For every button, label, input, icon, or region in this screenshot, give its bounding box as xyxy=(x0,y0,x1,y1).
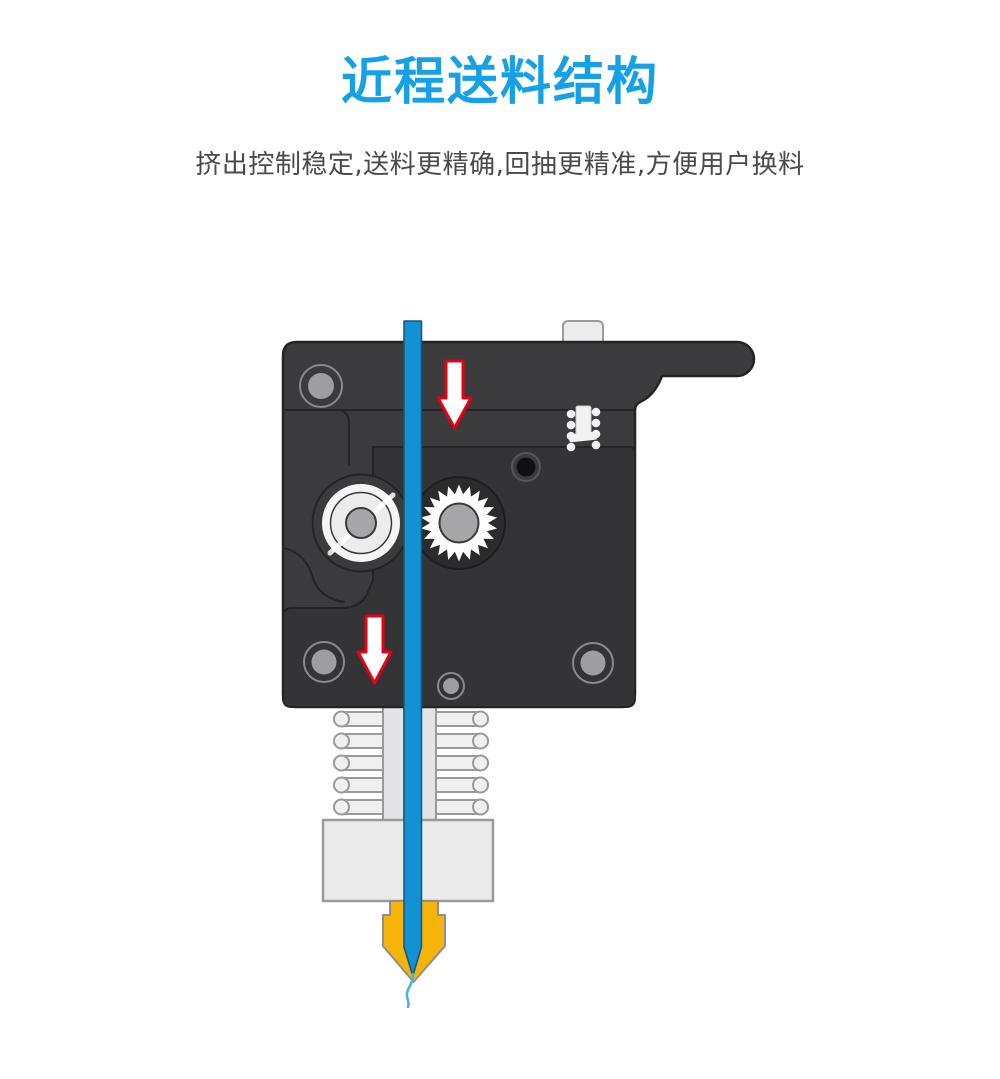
extruded-strand xyxy=(405,972,415,1009)
filament xyxy=(403,320,423,977)
mounting-screws xyxy=(299,364,614,700)
page-subtitle: 挤出控制稳定,送料更精确,回抽更精准,方便用户换料 xyxy=(195,150,805,180)
idler-bearing xyxy=(311,473,411,573)
screw-hole xyxy=(511,452,541,482)
down-arrow-bottom xyxy=(356,614,393,685)
screw-bottom-right xyxy=(572,642,614,684)
feed-direction-arrows xyxy=(356,359,473,685)
tension-spring xyxy=(566,405,601,452)
screw-top-left xyxy=(299,364,343,408)
screw-bottom-left xyxy=(303,641,345,683)
drive-gear xyxy=(420,484,498,562)
down-arrow-top xyxy=(436,359,473,430)
page-title: 近程送料结构 xyxy=(340,53,659,112)
screw-bottom-center xyxy=(437,672,465,700)
